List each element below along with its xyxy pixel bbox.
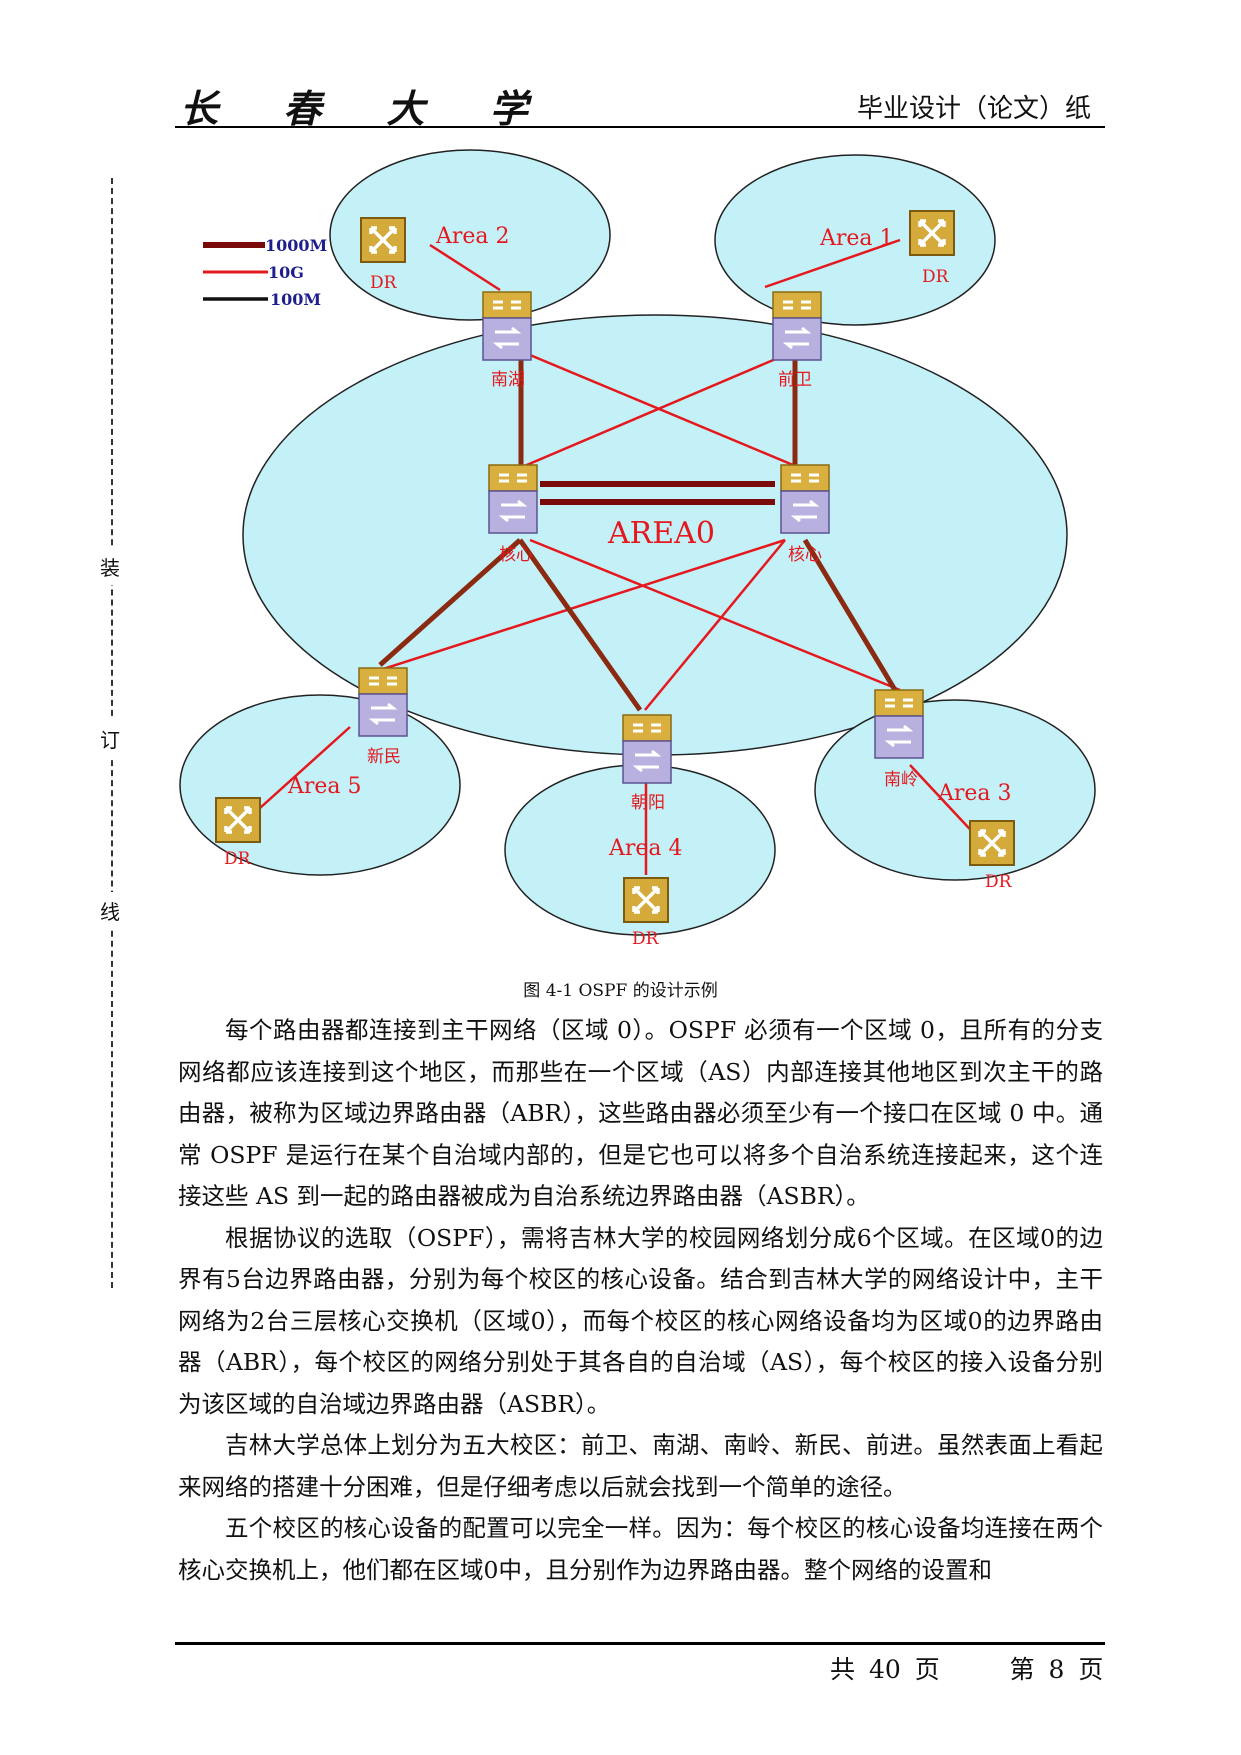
router-xinmin <box>357 666 409 738</box>
figure-caption: 图 4-1 OSPF 的设计示例 <box>523 981 718 1001</box>
area0-label: AREA0 <box>607 516 715 551</box>
area1-ellipse <box>714 154 996 326</box>
dr-switch-area4 <box>622 876 670 924</box>
total-pages: 40 <box>868 1655 901 1684</box>
footer-current-suffix: 页 <box>1078 1655 1104 1684</box>
core-trunk-links <box>540 481 775 505</box>
school-name: 长 春 大 学 <box>180 86 554 131</box>
legend-label-100m: 100M <box>270 290 321 309</box>
dr-switch-area2 <box>359 216 407 264</box>
dr-switch-area5 <box>214 796 262 844</box>
router-nanling <box>873 688 925 760</box>
footer-total-prefix: 共 <box>830 1655 856 1684</box>
dr-label-area3: DR <box>985 872 1013 892</box>
footer-current-prefix: 第 <box>1009 1655 1035 1684</box>
router-label-qianwei: 前卫 <box>778 370 812 390</box>
router-qianwei <box>771 290 823 362</box>
current-page: 8 <box>1048 1655 1065 1684</box>
ospf-network-diagram: 1000M 10G 100M Area 2 Area 1 Area 5 Area… <box>179 149 1096 949</box>
links-1000m <box>378 360 898 712</box>
binding-char-xian: 线 <box>100 892 120 929</box>
paragraph: 根据协议的选取（OSPF），需将吉林大学的校园网络划分成6个区域。在区域0的边界… <box>178 1223 1103 1418</box>
page-footer: 共 40 页 第 8 页 <box>830 1650 1103 1686</box>
footer-rule <box>175 1642 1105 1645</box>
footer-total-suffix: 页 <box>914 1655 940 1684</box>
dr-label-area4: DR <box>632 929 660 949</box>
router-chaoyang <box>621 713 673 785</box>
router-label-chaoyang: 朝阳 <box>631 793 665 813</box>
paper-type: 毕业设计（论文）纸 <box>856 94 1091 124</box>
router-core-right <box>779 463 831 535</box>
router-label-nanhu: 南湖 <box>491 370 525 390</box>
area2-ellipse <box>329 149 611 321</box>
router-label-nanling: 南岭 <box>884 770 918 790</box>
paragraph: 五个校区的核心设备的配置可以完全一样。因为：每个校区的核心设备均连接在两个核心交… <box>178 1514 1103 1584</box>
router-label-core-left: 核心 <box>499 545 533 565</box>
dr-label-area2: DR <box>370 273 398 293</box>
links-10g <box>259 238 981 875</box>
router-label-core-right: 核心 <box>788 545 822 565</box>
dr-switch-area3 <box>968 819 1016 867</box>
binding-char-ding: 订 <box>100 720 120 757</box>
router-label-xinmin: 新民 <box>367 747 401 767</box>
dr-label-area5: DR <box>224 849 252 869</box>
header-rule <box>175 126 1105 128</box>
dr-label-area1: DR <box>922 267 950 287</box>
router-nanhu <box>481 290 533 362</box>
legend-label-1000m: 1000M <box>265 236 327 255</box>
area1-label: Area 1 <box>819 226 894 251</box>
legend-label-10g: 10G <box>268 263 304 282</box>
area2-label: Area 2 <box>435 224 510 249</box>
binding-char-zhuang: 装 <box>100 548 120 585</box>
body-text: 每个路由器都连接到主干网络（区域 0）。OSPF 必须有一个区域 0，且所有的分… <box>178 1010 1103 1591</box>
legend: 1000M 10G 100M <box>203 236 327 309</box>
router-core-left <box>487 463 539 535</box>
paragraph: 吉林大学总体上划分为五大校区：前卫、南湖、南岭、新民、前进。虽然表面上看起来网络… <box>178 1431 1103 1501</box>
dr-switch-area1 <box>908 209 956 257</box>
area4-label: Area 4 <box>608 836 683 861</box>
area5-label: Area 5 <box>287 774 362 799</box>
area3-label: Area 3 <box>937 781 1012 806</box>
paragraph: 每个路由器都连接到主干网络（区域 0）。OSPF 必须有一个区域 0，且所有的分… <box>178 1016 1103 1210</box>
